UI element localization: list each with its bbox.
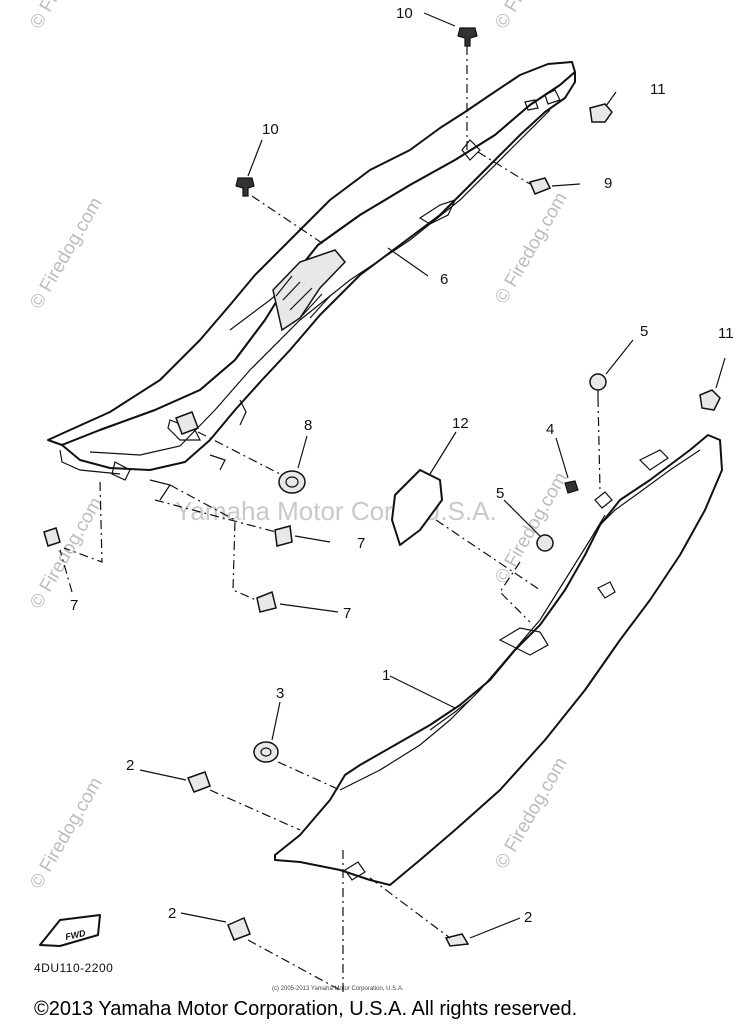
callout-5-top: 5 <box>640 323 648 340</box>
callout-2-c: 2 <box>524 909 532 926</box>
callout-7-a: 7 <box>357 535 365 552</box>
callout-5-mid: 5 <box>496 485 504 502</box>
watermark-right-top-2: © Firedog.com <box>491 0 572 33</box>
callout-2-b: 2 <box>168 905 176 922</box>
callout-7-b: 7 <box>343 605 351 622</box>
footer-copyright: ©2013 Yamaha Motor Corporation, U.S.A. A… <box>34 998 578 1020</box>
part-code: 4DU110-2200 <box>34 961 113 975</box>
small-copyright: (c) 2005-2013 Yamaha Motor Corporation, … <box>272 986 404 992</box>
callout-12: 12 <box>452 415 469 432</box>
callout-10-top: 10 <box>396 5 413 22</box>
part-12 <box>391 469 443 546</box>
callout-11-right: 11 <box>718 325 734 342</box>
callouts: 10 11 10 9 6 5 11 8 12 4 5 7 7 7 1 3 2 2… <box>70 5 734 926</box>
callout-8: 8 <box>304 417 312 434</box>
callout-4: 4 <box>546 421 554 438</box>
callout-2-a: 2 <box>126 757 134 774</box>
forward-arrow-icon: FWD <box>39 914 101 947</box>
pad-on-cover <box>175 411 199 435</box>
small-parts <box>43 27 721 947</box>
callout-1: 1 <box>382 667 390 684</box>
part-2a <box>186 771 211 793</box>
callout-6: 6 <box>440 271 448 288</box>
callout-11-top: 11 <box>650 81 666 98</box>
part-11-right <box>699 389 721 411</box>
part-6-upper-cover <box>47 61 576 501</box>
watermark-right-top: © Firedog.com <box>491 189 572 308</box>
bolt-10-top <box>457 27 478 47</box>
part-4 <box>564 480 579 494</box>
part-7c <box>43 527 61 547</box>
callout-3: 3 <box>276 685 284 702</box>
fwd-label: FWD <box>64 928 87 942</box>
part-2c <box>444 933 470 947</box>
watermark-left-low: © Firedog.com <box>26 774 107 893</box>
part-5-top <box>589 373 607 391</box>
leader-lines <box>59 12 726 995</box>
part-5-mid <box>536 534 554 552</box>
bolt-10-left <box>235 177 255 197</box>
watermark-left: © Firedog.com <box>26 194 107 313</box>
part-7b <box>256 590 277 613</box>
part-1-lower-cover <box>274 434 723 886</box>
watermark-center: Yamaha Motor Corp, U.S.A. <box>175 496 497 526</box>
part-2b <box>227 916 251 941</box>
watermark-left-top: © Firedog.com <box>26 0 107 33</box>
callout-10-left: 10 <box>262 121 279 138</box>
part-7a <box>274 525 293 547</box>
watermark-left-mid: © Firedog.com <box>26 494 107 613</box>
part-9 <box>528 177 552 195</box>
part-3 <box>253 741 279 763</box>
part-8 <box>278 470 306 494</box>
callout-9: 9 <box>604 175 612 192</box>
part-11-top <box>589 103 613 123</box>
callout-7-c: 7 <box>70 597 78 614</box>
